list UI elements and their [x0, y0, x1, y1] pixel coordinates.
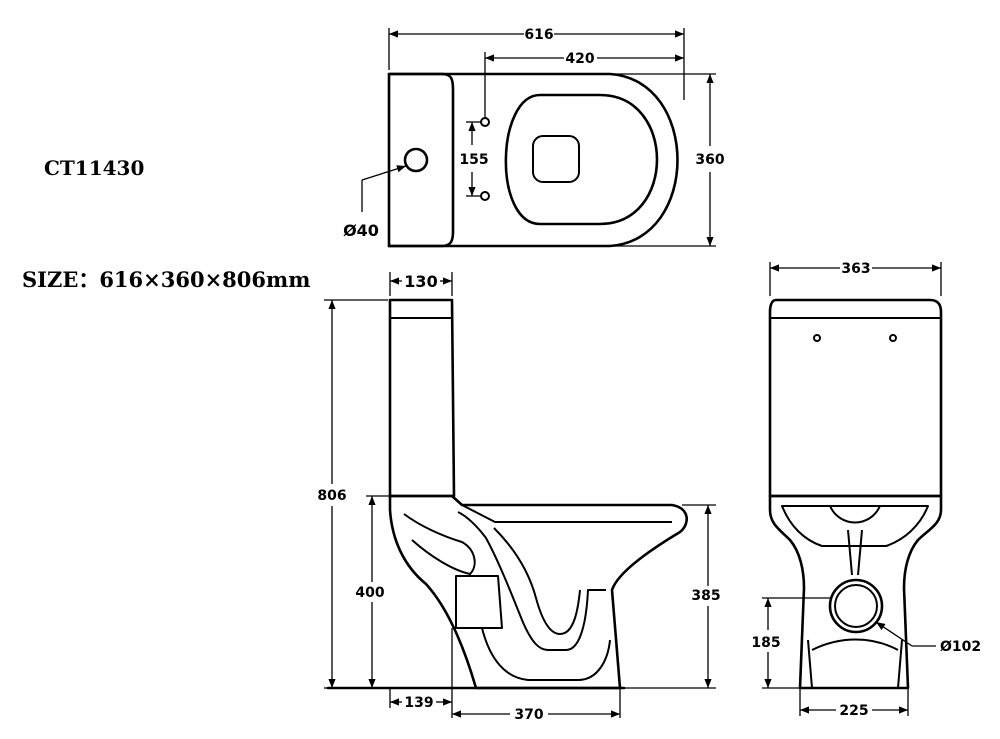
dim-tank-width: 363	[841, 261, 870, 277]
dim-base-length: 370	[514, 707, 543, 723]
dim-overall-length: 616	[524, 27, 553, 43]
top-view: 616 420 155 360 Ø40	[343, 27, 725, 248]
dim-outlet-offset: 139	[404, 695, 433, 711]
dim-total-height: 806	[317, 488, 346, 504]
dim-bolt-spacing: 155	[459, 152, 488, 168]
dim-tank-depth: 130	[404, 272, 437, 291]
size-spec: SIZE：616×360×806mm	[22, 267, 311, 292]
dim-outlet-height: 185	[751, 635, 780, 651]
dim-outlet-diameter: Ø102	[940, 639, 981, 655]
side-view: 130 806 400 385 139 370	[317, 272, 721, 723]
dim-inlet-diameter: Ø40	[343, 221, 379, 240]
dim-base-width: 225	[839, 703, 868, 719]
model-code: CT11430	[44, 156, 145, 180]
front-view: 363 185 225 Ø102	[751, 261, 981, 719]
dim-depth: 360	[695, 152, 724, 168]
dim-rim-height: 385	[691, 588, 720, 604]
dim-bowl-height: 400	[355, 585, 384, 601]
dim-seat-length: 420	[565, 51, 594, 67]
